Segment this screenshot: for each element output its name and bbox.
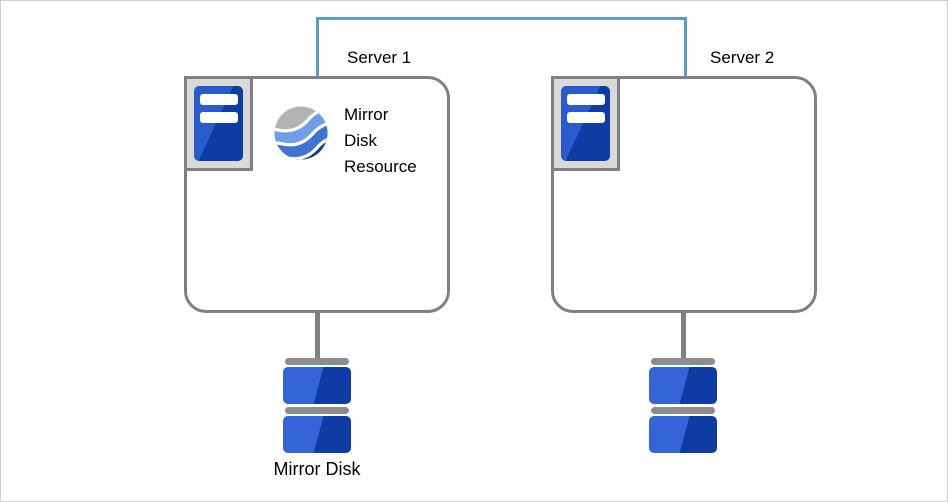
server1-label: Server 1 — [347, 48, 412, 67]
disk-cap-bar — [285, 358, 349, 365]
disk-cap-bar — [285, 407, 349, 414]
server-tower-icon — [561, 86, 610, 161]
server-slot-bar — [567, 94, 605, 105]
server2-icon — [551, 76, 620, 171]
disk-platter — [649, 416, 717, 453]
server1-disk-connector — [315, 311, 320, 360]
mirror-disk-label: Mirror Disk — [273, 459, 361, 479]
server1-mirror-disk-icon — [283, 358, 351, 453]
server-slot-bar — [200, 112, 238, 123]
server-slot-bar — [200, 94, 238, 105]
mirror-disk-resource-label: Mirror Disk Resource — [344, 102, 417, 180]
mirror-disk-resource-line1: Mirror — [344, 105, 389, 124]
disk-platter — [283, 367, 351, 404]
server2-label: Server 2 — [710, 48, 775, 67]
server1-icon — [184, 76, 253, 171]
mirror-disk-resource-line3: Resource — [344, 157, 417, 176]
disk-platter — [649, 367, 717, 404]
disk-platter — [283, 416, 351, 453]
disk-cap-bar — [651, 358, 715, 365]
mirror-disk-resource-icon — [274, 106, 328, 160]
server2-mirror-disk-icon — [649, 358, 717, 453]
server2-disk-connector — [681, 311, 686, 360]
disk-cap-bar — [651, 407, 715, 414]
server-tower-icon — [194, 86, 243, 161]
interconnect-line — [316, 17, 687, 76]
mirror-disk-resource-line2: Disk — [344, 131, 378, 150]
server-slot-bar — [567, 112, 605, 123]
